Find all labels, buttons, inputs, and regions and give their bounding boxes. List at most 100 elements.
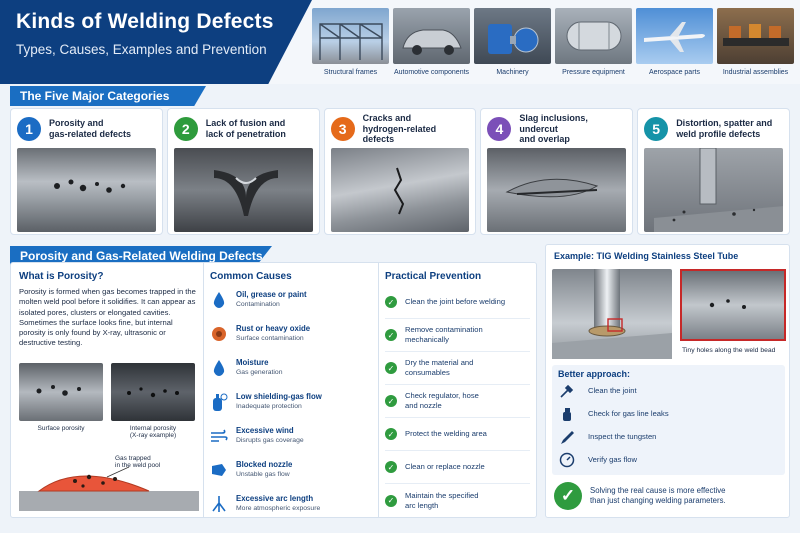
tip-box: ✓ Solving the real cause is more effecti… [554,479,784,513]
application-label: Aerospace parts [649,69,700,76]
category-card-slag: 4 Slag inclusions, undercut and overlap [480,108,634,235]
category-title: Porosity and gas-related defects [49,118,132,139]
cause-item: Excessive wind Disrupts gas coverage [210,426,371,452]
check-icon: ✓ [385,461,397,473]
better-approach: Better approach: Clean the joint Check f… [552,365,785,475]
surface-porosity-caption: Surface porosity [37,425,85,432]
what-heading: What is Porosity? [19,271,104,282]
better-item: Clean the joint [558,379,779,402]
category-title: Lack of fusion and lack of penetration [205,118,286,139]
category-header: 1 Porosity and gas-related defects [17,114,156,144]
category-card-lack-of-fusion: 2 Lack of fusion and lack of penetration [166,108,320,235]
porosity-weld-photo [17,148,156,232]
prevention-item: ✓ Protect the welding area [385,418,530,451]
better-item: Check for gas line leaks [558,402,779,425]
application-strip: Structural frames Automotive components … [312,8,796,80]
wind-icon [210,426,228,446]
category-card-distortion: 5 Distortion, spatter and weld profile d… [637,108,790,235]
crack-weld-photo [330,148,470,232]
page-title: Kinds of Welding Defects [16,10,274,33]
internal-porosity-caption: Internal porosity (X-ray example) [129,425,177,439]
porosity-section-heading: Porosity and Gas-Related Welding Defects [10,246,272,266]
check-icon: ✓ [385,395,397,407]
slag-undercut-photo [487,148,627,232]
pressure-vessel-photo [555,8,632,64]
category-header: 3 Cracks and hydrogen-related defects [330,112,470,145]
application-label: Industrial assemblies [722,69,789,76]
internal-porosity-drawing [127,387,179,398]
cause-item: Moisture Gas generation [210,358,371,384]
tig-example-panel: Example: TIG Welding Stainless Steel Tub… [545,244,790,518]
category-title: Cracks and hydrogen-related defects [362,112,437,145]
what-description: Porosity is formed when gas becomes trap… [19,287,196,348]
application-label: Automotive components [393,69,470,76]
application-label: Machinery [496,69,529,76]
lack-of-fusion-drawing [213,170,278,216]
tip-text: Solving the real cause is more effective… [590,485,726,505]
nozzle-icon [210,460,228,480]
internal-porosity-xray [111,363,195,421]
practical-prevention: Practical Prevention ✓ Clean the joint b… [378,263,536,517]
distortion-spatter-photo [644,148,783,232]
crack-weld-drawing [393,167,404,215]
cause-item: Low shielding-gas flow Inadequate protec… [210,392,371,418]
airplane-drawing [644,22,705,52]
lack-of-fusion-photo [173,148,313,232]
check-icon: ✓ [385,362,397,374]
cause-item: Blocked nozzle Unstable gas flow [210,460,371,486]
category-title: Distortion, spatter and weld profile def… [676,118,773,139]
check-icon: ✓ [385,329,397,341]
cause-item: Rust or heavy oxide Surface contaminatio… [210,324,371,350]
tig-tube-drawing [552,269,672,359]
brush-icon [558,382,576,400]
application-label: Pressure equipment [562,69,625,76]
spray-bottle-icon [558,405,576,423]
better-item: Verify gas flow [558,448,779,471]
common-causes: Common Causes Oil, grease or paint Conta… [203,263,377,517]
machinery-photo [474,8,551,64]
application-industrial: Industrial assemblies [717,8,794,80]
tungsten-electrode-icon [558,428,576,446]
surface-porosity-drawing [36,385,81,396]
cause-item: Oil, grease or paint Contamination [210,290,371,316]
application-structural-frames: Structural frames [312,8,389,80]
assembly-line-drawing [723,24,789,46]
steel-frame-photo [312,8,389,64]
application-label: Structural frames [323,69,378,76]
application-pressure-equipment: Pressure equipment [555,8,632,80]
what-is-porosity: What is Porosity? Porosity is formed whe… [19,271,197,349]
porosity-weld-drawing [54,179,126,193]
category-title: Slag inclusions, undercut and overlap [519,112,588,145]
gas-cylinder-icon [210,392,228,412]
machinery-drawing [488,24,539,54]
gauge-icon [558,451,576,469]
page-subtitle: Types, Causes, Examples and Prevention [16,42,267,57]
category-number: 4 [487,117,512,141]
weld-bead-zoom-photo [680,269,786,341]
category-card-cracks: 3 Cracks and hydrogen-related defects [323,108,477,235]
arc-icon [210,494,228,514]
prevention-item: ✓ Clean the joint before welding [385,286,530,319]
porosity-panel: What is Porosity? Porosity is formed whe… [10,262,537,518]
categories-heading: The Five Major Categories [10,86,206,106]
weld-pool-gas-diagram [19,466,199,511]
distortion-spatter-drawing [654,148,783,232]
check-icon: ✓ [385,428,397,440]
slag-undercut-drawing [505,178,599,198]
check-circle-icon: ✓ [554,482,582,510]
car-body-drawing [402,29,462,55]
water-drop-icon [210,358,228,378]
category-header: 5 Distortion, spatter and weld profile d… [644,114,783,144]
weld-bead-zoom-drawing [709,299,746,309]
example-heading: Example: TIG Welding Stainless Steel Tub… [554,251,739,261]
category-card-porosity: 1 Porosity and gas-related defects [10,108,163,235]
assembly-line-photo [717,8,794,64]
application-aerospace: Aerospace parts [636,8,713,80]
better-item: Inspect the tungsten [558,425,779,448]
prevention-heading: Practical Prevention [385,271,482,282]
category-number: 5 [644,117,669,141]
category-number: 1 [17,117,41,141]
